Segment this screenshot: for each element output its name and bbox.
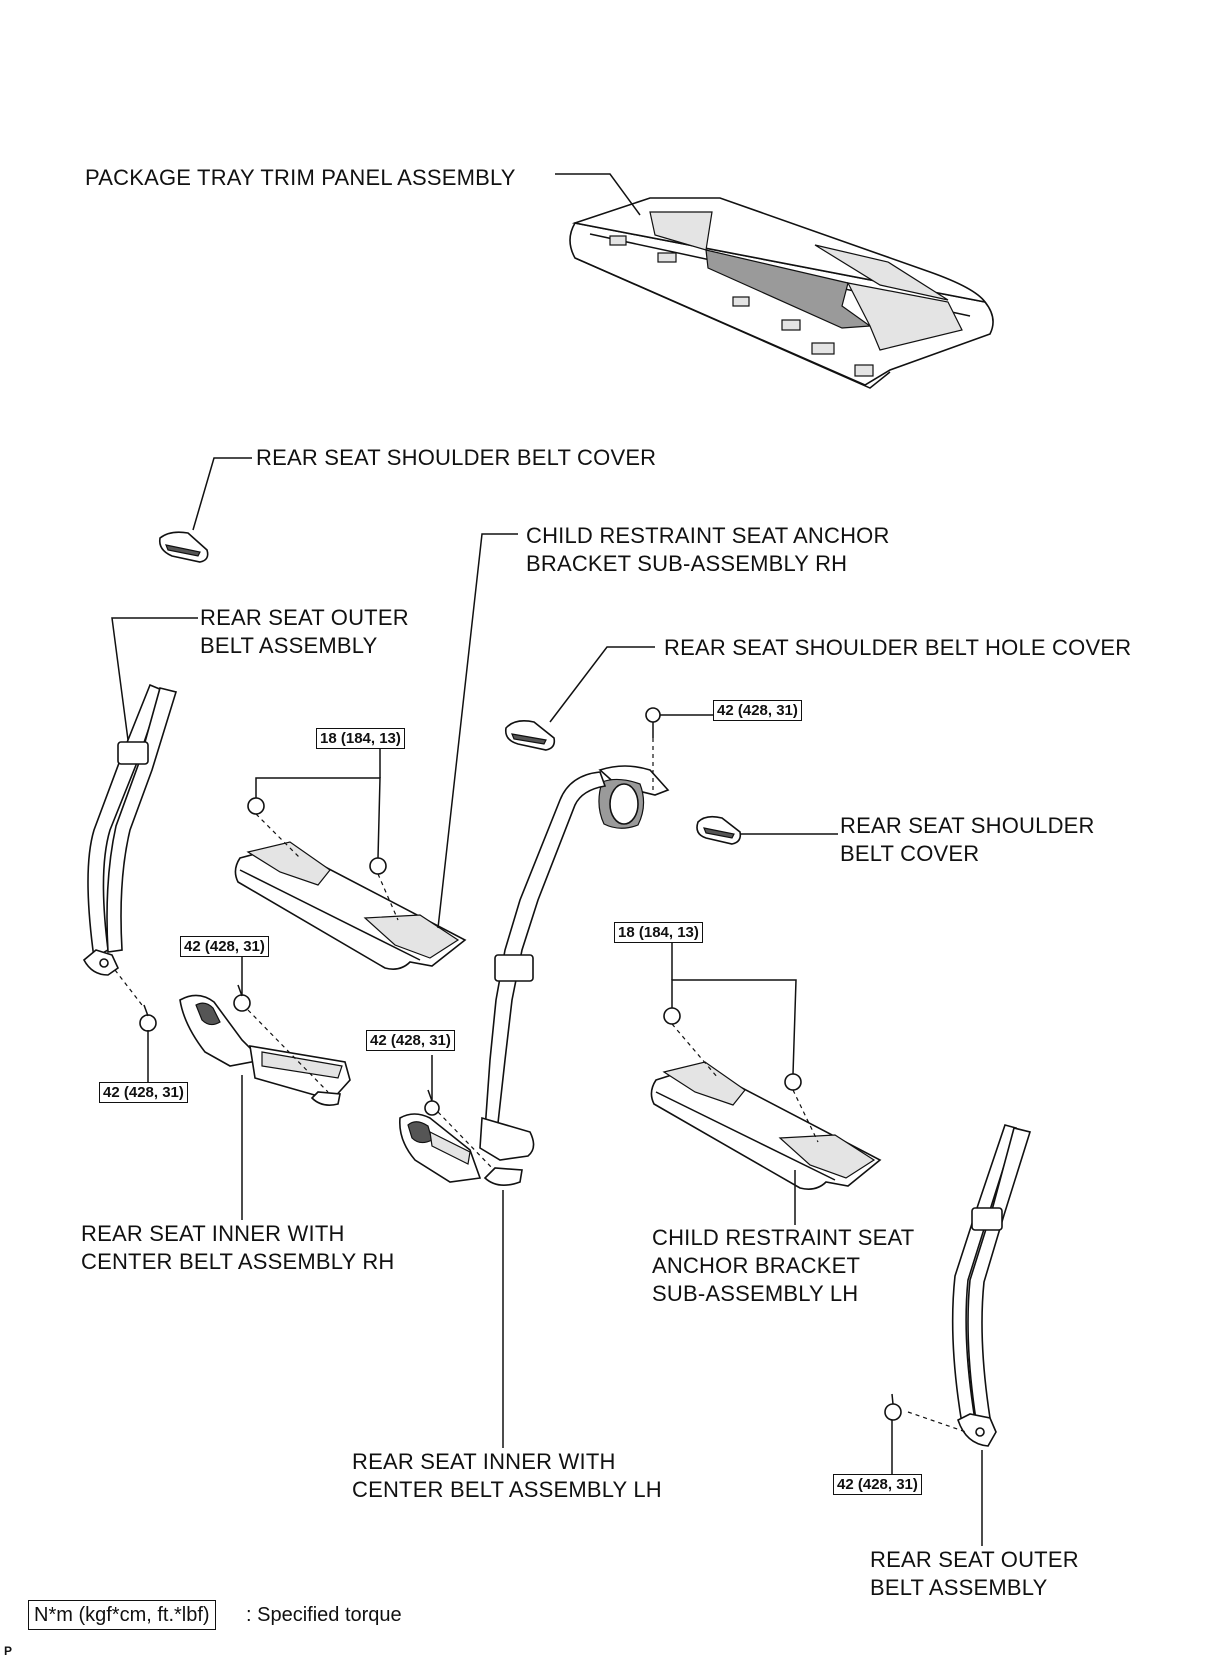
anchor-bracket-rh <box>234 841 467 970</box>
label-outer-belt-right-line1: REAR SEAT OUTER <box>870 1547 1079 1572</box>
inner-belt-rh <box>179 994 351 1106</box>
anchor-lh-nut-right <box>784 1073 802 1091</box>
outer-belt-left-bolt <box>139 1004 157 1032</box>
label-inner-belt-rh-line1: REAR SEAT INNER WITH <box>81 1221 345 1246</box>
label-inner-belt-lh-line2: CENTER BELT ASSEMBLY LH <box>352 1477 662 1502</box>
corner-mark: P <box>4 1644 13 1658</box>
torque-anchor-lh: 18 (184, 13) <box>614 922 703 943</box>
label-outer-belt-left-line2: BELT ASSEMBLY <box>200 633 378 658</box>
label-anchor-bracket-rh-line2: BRACKET SUB-ASSEMBLY RH <box>526 551 848 576</box>
shoulder-belt-cover-left <box>158 531 209 563</box>
inner-belt-lh <box>398 765 670 1186</box>
anchor-rh-nut-right <box>369 857 387 875</box>
label-shoulder-belt-cover-2-line2: BELT COVER <box>840 841 980 866</box>
torque-inner-lh: 42 (428, 31) <box>366 1030 455 1051</box>
torque-legend-text: : Specified torque <box>246 1604 402 1626</box>
center-top-bolt <box>645 707 661 738</box>
label-anchor-bracket-lh-line3: SUB-ASSEMBLY LH <box>652 1281 859 1306</box>
label-shoulder-belt-cover-2-line1: REAR SEAT SHOULDER <box>840 813 1095 838</box>
torque-outer-right: 42 (428, 31) <box>833 1474 922 1495</box>
label-package-tray-trim-panel: PACKAGE TRAY TRIM PANEL ASSEMBLY <box>85 165 516 190</box>
anchor-rh-torque-bracket <box>255 777 381 859</box>
label-inner-belt-rh-line2: CENTER BELT ASSEMBLY RH <box>81 1249 395 1274</box>
label-outer-belt-left-line1: REAR SEAT OUTER <box>200 605 409 630</box>
outer-belt-right <box>951 1124 1032 1447</box>
shoulder-belt-hole-cover <box>504 720 556 751</box>
torque-anchor-rh: 18 (184, 13) <box>316 728 405 749</box>
torque-unit-legend-box: N*m (kgf*cm, ft.*lbf) <box>28 1600 216 1630</box>
anchor-rh-nut-left <box>247 797 265 815</box>
torque-inner-rh: 42 (428, 31) <box>180 936 269 957</box>
label-anchor-bracket-rh-line1: CHILD RESTRAINT SEAT ANCHOR <box>526 523 890 548</box>
anchor-rh-leader <box>437 533 518 929</box>
anchor-lh-torque-bracket <box>671 979 797 1075</box>
package-tray-trim-panel <box>569 197 994 389</box>
hole-cover-leader <box>549 646 655 723</box>
inner-rh-bolt <box>233 984 251 1012</box>
outer-belt-left <box>82 683 178 976</box>
outer-belt-left-leader <box>111 617 198 741</box>
torque-outer-left: 42 (428, 31) <box>99 1082 188 1103</box>
label-inner-belt-lh-line1: REAR SEAT INNER WITH <box>352 1449 616 1474</box>
label-shoulder-belt-hole-cover: REAR SEAT SHOULDER BELT HOLE COVER <box>664 635 1132 660</box>
label-anchor-bracket-lh-line2: ANCHOR BRACKET <box>652 1253 861 1278</box>
label-shoulder-belt-cover-1: REAR SEAT SHOULDER BELT COVER <box>256 445 657 470</box>
label-anchor-bracket-lh-line1: CHILD RESTRAINT SEAT <box>652 1225 915 1250</box>
shoulder-cover-left-leader <box>192 457 252 531</box>
package-tray-leader <box>555 173 641 216</box>
anchor-lh-nut-left <box>663 1007 681 1025</box>
anchor-bracket-lh <box>650 1061 882 1190</box>
outer-belt-right-bolt <box>884 1393 902 1421</box>
torque-center-top: 42 (428, 31) <box>713 700 802 721</box>
label-outer-belt-right-line2: BELT ASSEMBLY <box>870 1575 1048 1600</box>
shoulder-belt-cover-right <box>696 815 742 845</box>
